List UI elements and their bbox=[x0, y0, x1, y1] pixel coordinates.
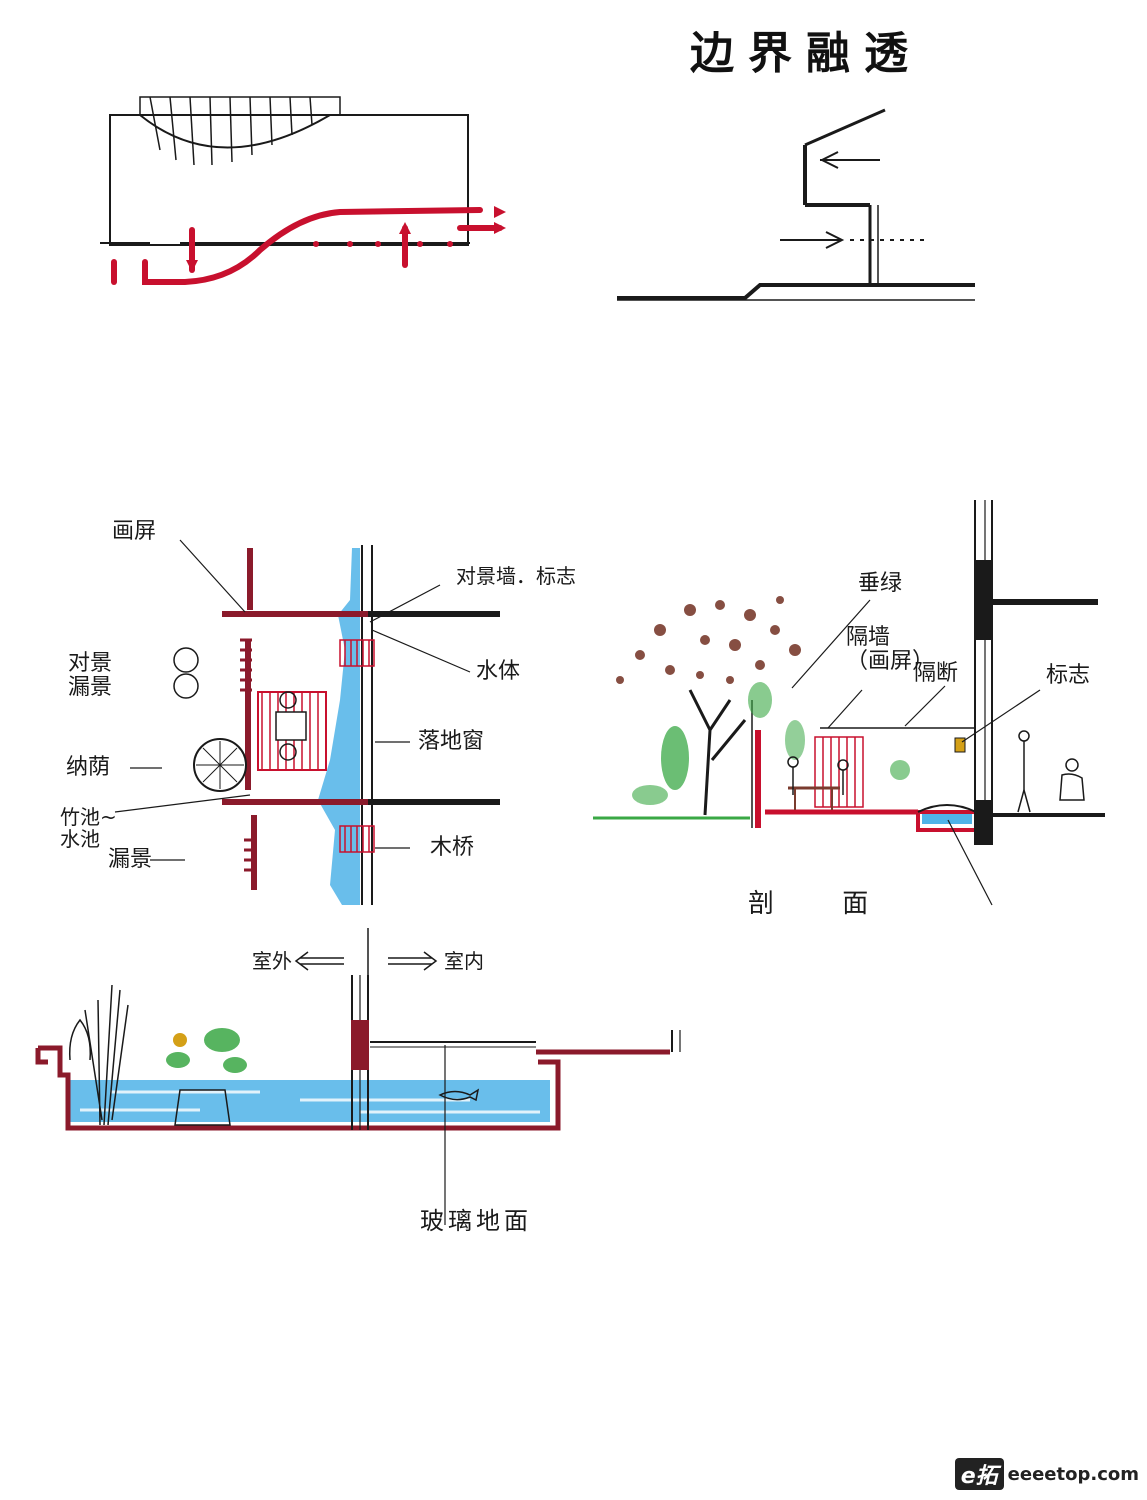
watermark-site: eeeetop.com bbox=[1007, 1463, 1139, 1485]
label-partition: 隔断 bbox=[914, 661, 959, 686]
label-bridge: 木桥 bbox=[430, 835, 475, 860]
label-sign: 标志 bbox=[1046, 663, 1091, 688]
label-opposite-wall: 对景墙．标志 bbox=[456, 564, 576, 588]
label-borrow: 纳荫 bbox=[66, 755, 111, 780]
label-glass-floor: 玻璃地面 bbox=[420, 1207, 532, 1235]
watermark: e拓 eeeetop.com bbox=[954, 1458, 1139, 1490]
label-outdoor: 室外 bbox=[252, 949, 292, 973]
label-partition-wall: 隔墙 （画屏） bbox=[846, 625, 935, 675]
label-bamboo-pool: 竹池~ 水池 bbox=[60, 805, 117, 851]
mini-section bbox=[617, 108, 975, 301]
plan-drawing bbox=[114, 539, 500, 990]
label-leak-view: 漏景 bbox=[108, 847, 153, 872]
section-drawing bbox=[593, 500, 1105, 906]
flow-diagram bbox=[100, 96, 506, 285]
label-vertical-green: 垂绿 bbox=[858, 571, 903, 596]
label-screen: 画屏 bbox=[112, 519, 157, 544]
label-water: 水体 bbox=[476, 659, 521, 684]
label-indoor: 室内 bbox=[444, 949, 484, 973]
bottom-section bbox=[35, 975, 681, 1225]
section-caption: 剖 面 bbox=[748, 889, 899, 919]
watermark-logo: e拓 bbox=[954, 1458, 1004, 1490]
label-view-leak: 对景 漏景 bbox=[68, 651, 113, 701]
page-title: 边界融透 bbox=[690, 28, 922, 79]
label-window: 落地窗 bbox=[418, 729, 485, 754]
